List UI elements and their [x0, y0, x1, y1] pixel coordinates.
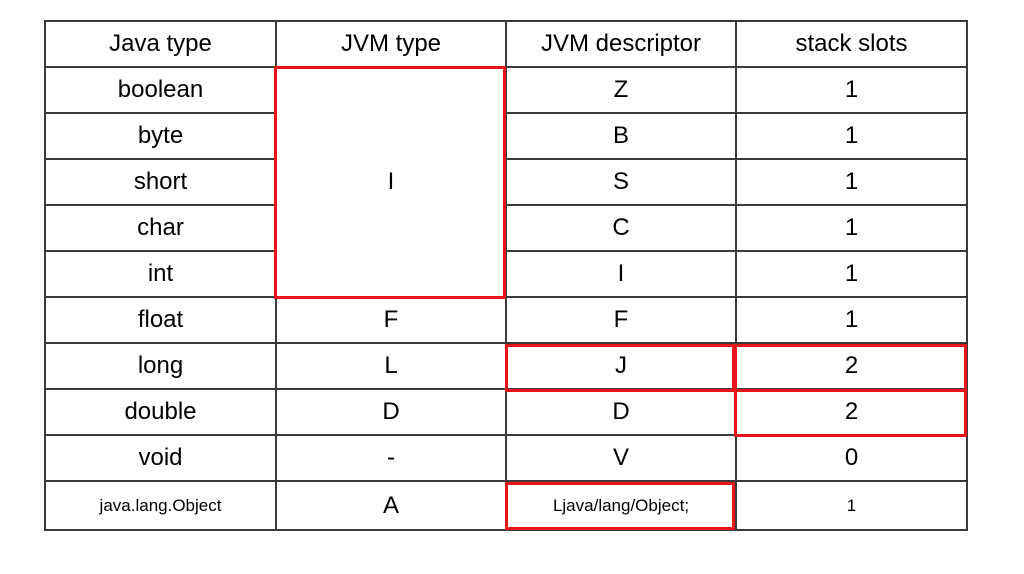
table-row: java.lang.Object A Ljava/lang/Object; 1	[44, 480, 968, 531]
java-type-cell: byte	[44, 112, 277, 160]
slots-cell: 1	[735, 250, 968, 298]
descriptor-cell: J	[505, 342, 737, 390]
slots-cell: 1	[735, 112, 968, 160]
descriptor-cell: F	[505, 296, 737, 344]
table-row: byte B 1	[44, 112, 968, 160]
table-row: void - V 0	[44, 434, 968, 482]
slots-cell: 2	[735, 388, 968, 436]
table-row: long L J 2	[44, 342, 968, 390]
java-type-cell: float	[44, 296, 277, 344]
slots-cell: 1	[735, 158, 968, 206]
descriptor-cell: B	[505, 112, 737, 160]
java-type-cell: double	[44, 388, 277, 436]
descriptor-cell: Ljava/lang/Object;	[505, 480, 737, 531]
java-type-cell: int	[44, 250, 277, 298]
java-type-cell: short	[44, 158, 277, 206]
jvm-type-cell: D	[275, 388, 507, 436]
jvm-type-cell-merged: I	[275, 66, 507, 298]
slots-cell: 0	[735, 434, 968, 482]
slots-cell: 2	[735, 342, 968, 390]
jvm-type-cell: L	[275, 342, 507, 390]
java-type-cell: char	[44, 204, 277, 252]
table-row: char C 1	[44, 204, 968, 252]
java-type-cell: long	[44, 342, 277, 390]
slots-cell: 1	[735, 204, 968, 252]
header-java-type: Java type	[44, 20, 277, 68]
table-row: double D D 2	[44, 388, 968, 436]
table-row: int I 1	[44, 250, 968, 298]
descriptor-cell: V	[505, 434, 737, 482]
slots-cell: 1	[735, 296, 968, 344]
slots-cell: 1	[735, 480, 968, 531]
descriptor-cell: D	[505, 388, 737, 436]
table-row: boolean I Z 1	[44, 66, 968, 298]
jvm-type-table: Java type JVM type JVM descriptor stack …	[44, 20, 968, 531]
table-row: float F F 1	[44, 296, 968, 344]
header-row: Java type JVM type JVM descriptor stack …	[44, 20, 968, 68]
jvm-type-cell: A	[275, 480, 507, 531]
jvm-type-cell: F	[275, 296, 507, 344]
header-stack-slots: stack slots	[735, 20, 968, 68]
descriptor-cell: S	[505, 158, 737, 206]
java-type-cell: boolean	[44, 66, 277, 114]
descriptor-cell: I	[505, 250, 737, 298]
slots-cell: 1	[735, 66, 968, 114]
descriptor-cell: C	[505, 204, 737, 252]
jvm-type-cell: -	[275, 434, 507, 482]
header-jvm-type: JVM type	[275, 20, 507, 68]
java-type-cell: void	[44, 434, 277, 482]
table-row: short S 1	[44, 158, 968, 206]
jvm-type-table-container: Java type JVM type JVM descriptor stack …	[44, 20, 968, 531]
header-jvm-descriptor: JVM descriptor	[505, 20, 737, 68]
java-type-cell: java.lang.Object	[44, 480, 277, 531]
descriptor-cell: Z	[505, 66, 737, 114]
